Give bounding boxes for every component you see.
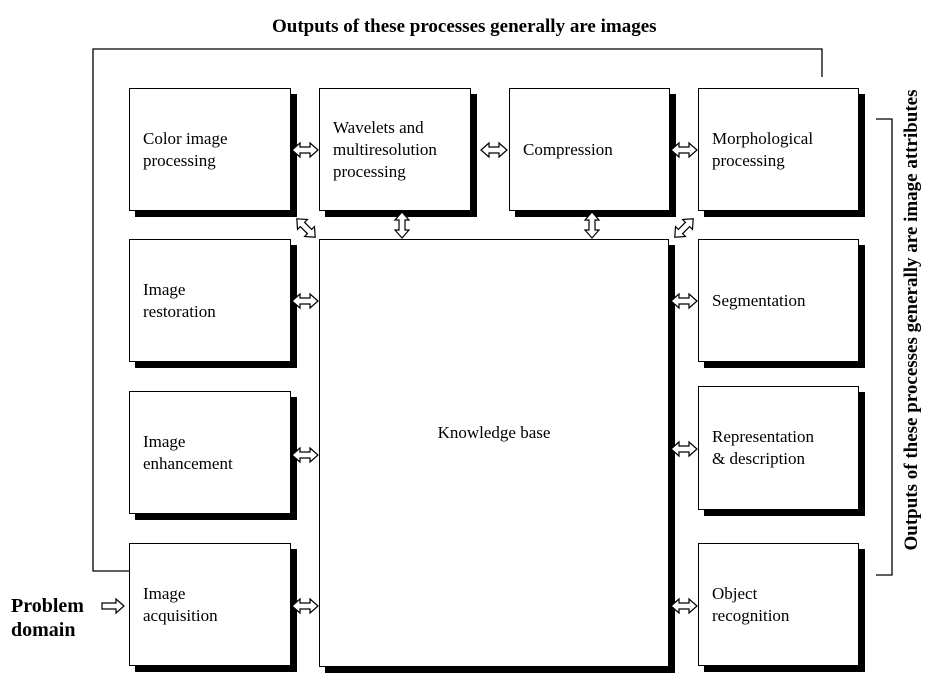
image-restoration-label: Image restoration bbox=[143, 279, 216, 321]
object-recognition-box: Object recognition bbox=[698, 543, 859, 666]
double-arrow-compression-knowledge bbox=[583, 211, 601, 239]
double-arrow-enhancement-knowledge bbox=[291, 446, 319, 464]
segmentation-label: Segmentation bbox=[712, 290, 806, 310]
wavelets-label: Wavelets and multiresolution processing bbox=[333, 117, 437, 181]
color-image-processing-box: Color image processing bbox=[129, 88, 291, 211]
attributes-outputs-title: Outputs of these processes generally are… bbox=[901, 89, 922, 551]
knowledge-base-label: Knowledge base bbox=[437, 423, 551, 442]
compression-box: Compression bbox=[509, 88, 670, 211]
double-arrow-knowledge-segmentation bbox=[670, 292, 698, 310]
image-restoration-box: Image restoration bbox=[129, 239, 291, 362]
problem-domain-arrow bbox=[101, 597, 125, 615]
color-image-processing-label: Color image processing bbox=[143, 128, 228, 170]
image-enhancement-box: Image enhancement bbox=[129, 391, 291, 514]
double-arrow-knowledge-recognition bbox=[670, 597, 698, 615]
double-arrow-morphological-knowledge bbox=[674, 218, 694, 238]
object-recognition-label: Object recognition bbox=[712, 583, 790, 625]
image-acquisition-label: Image acquisition bbox=[143, 583, 218, 625]
double-arrow-knowledge-representation bbox=[670, 440, 698, 458]
double-arrow-wavelets-knowledge bbox=[393, 211, 411, 239]
double-arrow-color-wavelets bbox=[291, 141, 319, 159]
representation-description-label: Representation & description bbox=[712, 427, 814, 468]
compression-label: Compression bbox=[523, 139, 613, 159]
double-arrow-compression-morphological bbox=[670, 141, 698, 159]
knowledge-base-box: Knowledge base bbox=[319, 239, 669, 667]
wavelets-box: Wavelets and multiresolution processing bbox=[319, 88, 471, 211]
problem-domain-label: Problem domain bbox=[11, 595, 84, 641]
double-arrow-acquisition-knowledge bbox=[291, 597, 319, 615]
images-outputs-title: Outputs of these processes generally are… bbox=[272, 16, 657, 37]
attributes-bracket-line bbox=[876, 118, 893, 576]
image-acquisition-box: Image acquisition bbox=[129, 543, 291, 666]
image-enhancement-label: Image enhancement bbox=[143, 431, 233, 473]
representation-description-box: Representation & description bbox=[698, 386, 859, 510]
double-arrow-wavelets-compression bbox=[480, 141, 508, 159]
segmentation-box: Segmentation bbox=[698, 239, 859, 362]
double-arrow-restoration-knowledge bbox=[291, 292, 319, 310]
morphological-processing-label: Morphological processing bbox=[712, 128, 814, 170]
double-arrow-color-knowledge bbox=[296, 218, 316, 238]
morphological-processing-box: Morphological processing bbox=[698, 88, 859, 211]
